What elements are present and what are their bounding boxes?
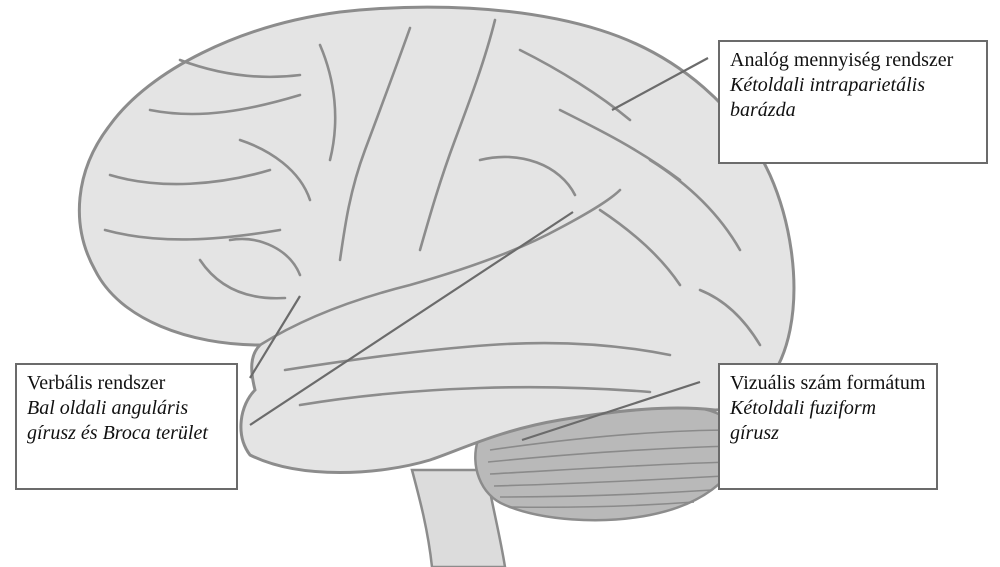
label-visual-number-form: Vizuális szám formátum Kétoldali fuzifor…	[718, 363, 938, 490]
label-analog-title: Analóg mennyiség rendszer	[730, 49, 954, 71]
label-verbal-region: Bal oldali anguláris gírusz és Broca ter…	[27, 397, 208, 444]
label-verbal-title: Verbális rendszer	[27, 372, 166, 394]
leader-lines	[249, 57, 709, 442]
brain-sulci	[103, 18, 762, 407]
label-verbal-system: Verbális rendszer Bal oldali anguláris g…	[15, 363, 238, 490]
cerebrum	[77, 5, 796, 474]
leader-line-verbal-1	[249, 295, 301, 379]
label-visual-region: Kétoldali fuziform gírusz	[730, 397, 877, 444]
leader-line-visual	[521, 380, 701, 442]
label-analog-region: Kétoldali intraparietális barázda	[730, 74, 926, 121]
label-visual-title: Vizuális szám formátum	[730, 372, 926, 394]
cerebellum-folia	[487, 429, 737, 509]
label-analog-magnitude: Analóg mennyiség rendszer Kétoldali intr…	[718, 40, 988, 164]
leader-line-analog	[611, 57, 709, 111]
leader-line-verbal-2	[249, 211, 574, 426]
